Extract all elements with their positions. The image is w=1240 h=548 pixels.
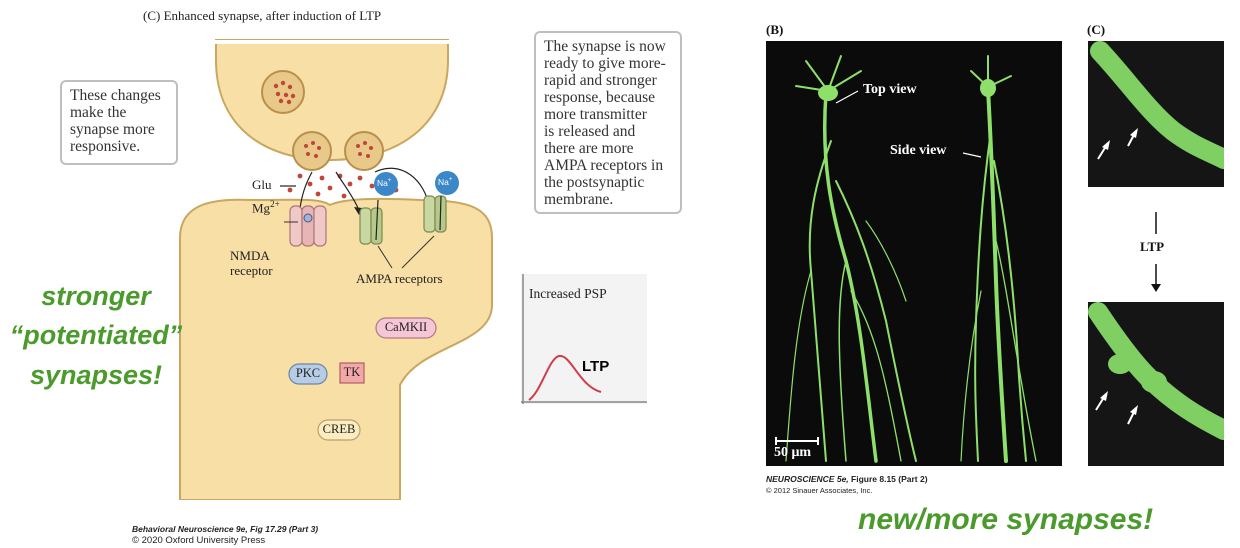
callout-right-line-1: The synapse is now [544,38,666,55]
camkii-label: CaMKII [384,320,428,334]
pkc-shape [288,363,328,385]
credit-left-line-1: Behavioral Neuroscience 9e, Fig 17.29 (P… [132,524,319,534]
psp-graph: Increased PSP LTP [521,274,647,404]
fusing-vesicle-2 [344,131,384,171]
callout-right-line-2: ready to give more- [544,55,666,72]
glu-label: Glu [252,177,272,192]
spine-after-drawing [1088,302,1224,440]
sodium-label-2: Na+ [438,177,452,187]
nmda-label: NMDA receptor [230,248,273,278]
psp-ltp-label: LTP [582,358,610,375]
callout-left-line-4: responsive. [70,138,141,155]
camkii-shape [375,317,437,339]
overlay-text-synapses: synapses! [29,360,163,390]
callout-left-box: These changes make the synapse more resp… [60,80,178,165]
psp-curve [528,355,602,401]
callout-left-line-3: synapse more [70,121,155,138]
sodium-label-2-text: Na [438,177,449,187]
panel-title: (C) Enhanced synapse, after induction of… [143,8,382,23]
callout-right-line-5: more transmitter [544,106,647,123]
mg-label: Mg2+ [252,199,280,216]
credit-right-line-1: NEUROSCIENCE 5e, Figure 8.15 (Part 2) [766,474,928,484]
top-view-label: Top view [863,82,917,97]
tk-shape [339,362,365,384]
psp-title: Increased PSP [529,286,607,301]
credit-right-book: NEUROSCIENCE 5e, [766,474,849,484]
postsynaptic-cell [179,197,493,500]
callout-right-line-4: response, because [544,89,656,106]
spine-before-drawing [1090,41,1224,169]
credit-right-figure: Figure 8.15 (Part 2) [848,474,928,484]
scale-bar-label: 50 μm [774,445,812,460]
sodium-label-1-text: Na [377,178,388,188]
neuron-drawing [775,55,1037,463]
creb-label: CREB [322,422,356,436]
ampa-label: AMPA receptors [356,271,443,286]
callout-right-line-9: the postsynaptic [544,174,645,191]
callout-right-line-6: is released and [544,123,636,140]
sodium-label-2-sup: + [448,177,453,184]
callout-right-line-3: rapid and stronger [544,72,657,89]
ltp-arrow-label: LTP [1140,239,1165,254]
nmda-label-line-1: NMDA [230,248,270,263]
overlay-text-stronger: stronger [41,281,151,311]
tk-label: TK [343,365,361,379]
psp-axes [521,274,647,404]
creb-shape [317,419,361,441]
neuron-micrograph: Top view Side view 50 μm [766,41,1062,466]
synaptic-vesicle [261,70,305,114]
sodium-ion-1 [374,172,398,196]
callout-right-box: The synapse is now ready to give more- r… [534,31,682,214]
overlay-text-new-synapses: new/more synapses! [858,503,1154,536]
sodium-label-1: Na+ [377,178,391,188]
callout-right-line-7: there are more [544,140,634,157]
nmda-label-line-2: receptor [230,263,273,278]
overlay-text-potentiated: “potentiated” [9,320,183,350]
mg-label-sup: 2+ [270,199,280,209]
fusing-vesicle-1 [292,131,332,171]
sodium-label-1-sup: + [387,178,392,185]
ltp-arrow-drawing [1151,212,1161,292]
spine-image-after [1088,302,1224,466]
mg-label-text: Mg [252,200,271,216]
callout-left-line-2: make the [70,104,127,121]
synapse-diagram [179,39,493,500]
nmda-receptor [289,205,327,247]
credit-right-line-2: © 2012 Sinauer Associates, Inc. [766,486,873,495]
spine-image-before [1088,41,1224,187]
label-b: (B) [766,22,784,37]
credit-left-line-2: © 2020 Oxford University Press [132,535,266,546]
ampa-receptor-1 [359,207,383,245]
ltp-arrow [1149,212,1163,292]
callout-right-line-8: AMPA receptors in [544,157,664,174]
ampa-receptor-2 [423,195,447,233]
presynaptic-terminal [215,39,449,162]
callout-right-line-10: membrane. [544,191,614,208]
side-view-label: Side view [890,143,947,158]
sodium-ion-2 [435,171,459,195]
label-c: (C) [1087,22,1106,37]
pkc-label: PKC [295,366,321,380]
callout-left-line-1: These changes [70,87,161,104]
